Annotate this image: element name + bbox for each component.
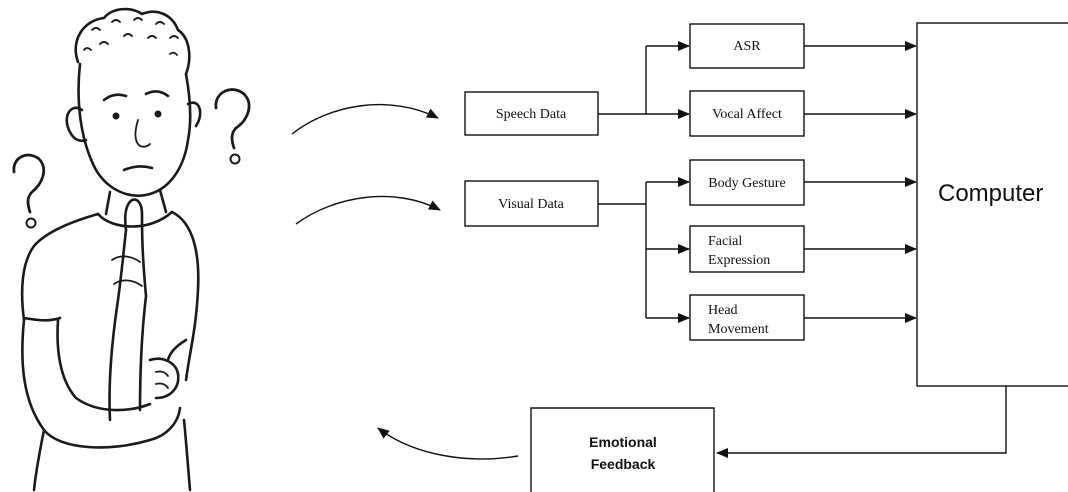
- feedback-label-line2: Feedback: [591, 456, 656, 472]
- asr-box: [689, 23, 805, 69]
- speech-data-box: [464, 91, 599, 136]
- head-movement-box: [689, 294, 805, 341]
- body-gesture-label: Body Gesture: [708, 176, 785, 191]
- head-movement-label-line1: Head: [708, 303, 738, 318]
- computer-label: Computer: [938, 180, 1043, 207]
- confused-person-illustration: [20, 7, 202, 492]
- visual-data-box: [464, 180, 599, 227]
- speech-data-label: Speech Data: [496, 107, 567, 122]
- vocal-affect-box: [689, 90, 805, 137]
- asr-label: ASR: [733, 39, 761, 54]
- question-mark-icon: [12, 153, 45, 229]
- facial-expression-label-line1: Facial: [708, 234, 742, 249]
- visual-input-arrow: [295, 195, 441, 225]
- emotional-feedback-box: [530, 407, 715, 492]
- question-mark-icon: [214, 88, 251, 165]
- speech-input-arrow: [291, 103, 439, 135]
- body-gesture-box: [689, 159, 805, 206]
- computer-to-feedback-line: [716, 386, 1007, 458]
- computer-box: [916, 22, 1068, 387]
- feedback-to-person-arrow: [377, 427, 519, 460]
- visual-data-label: Visual Data: [498, 197, 564, 212]
- facial-expression-label-line2: Expression: [708, 253, 770, 268]
- facial-expression-box: [689, 225, 805, 273]
- feedback-label-line1: Emotional: [589, 434, 657, 450]
- vocal-affect-label: Vocal Affect: [712, 107, 782, 122]
- head-movement-label-line2: Movement: [708, 322, 769, 337]
